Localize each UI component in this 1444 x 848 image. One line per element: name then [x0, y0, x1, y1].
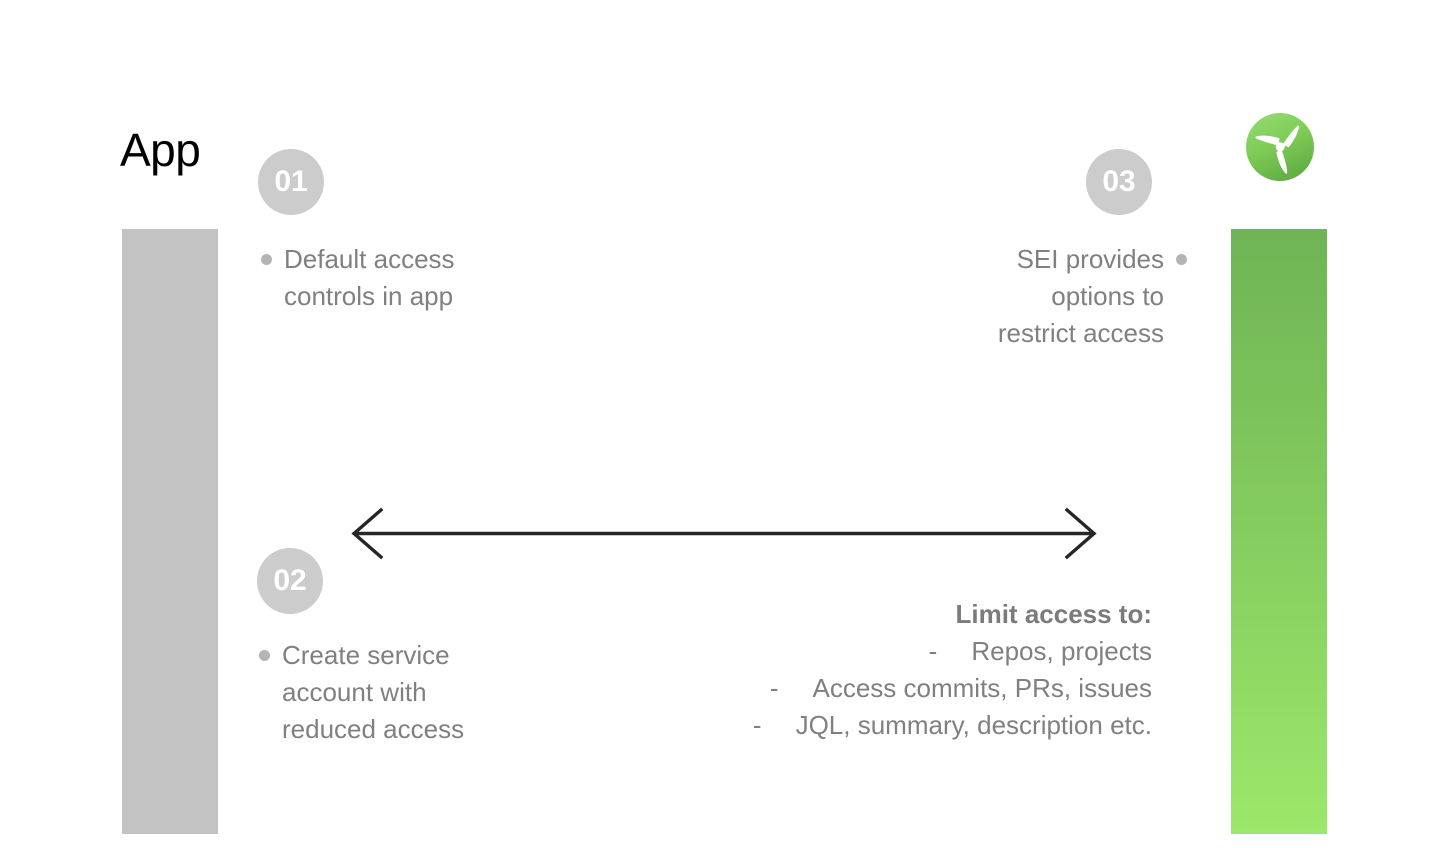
bullet-dot-icon	[259, 650, 270, 661]
step-text-01: Default access controls in app	[261, 241, 455, 315]
list-dash: -	[769, 673, 779, 703]
bullet-dot-icon	[261, 254, 272, 265]
gray-column-bar	[122, 229, 218, 834]
limit-access-title: Limit access to:	[955, 599, 1152, 629]
propeller-logo	[1245, 112, 1315, 182]
step-text-03: SEI provides options to restrict access	[998, 241, 1187, 352]
step-text-03-body: SEI provides options to restrict access	[997, 244, 1164, 348]
limit-access-item: - JQL, summary, description etc.	[753, 707, 1152, 744]
step-badge-01: 01	[258, 149, 324, 215]
step-badge-02: 02	[257, 548, 323, 614]
limit-access-item-label: JQL, summary, description etc.	[795, 710, 1152, 740]
step-text-01-body: Default access controls in app	[284, 244, 455, 311]
limit-access-item-label: Access commits, PRs, issues	[812, 673, 1152, 703]
limit-access-item: - Repos, projects	[753, 633, 1152, 670]
green-column-bar	[1231, 229, 1327, 834]
limit-access-block: Limit access to: - Repos, projects - Acc…	[753, 596, 1152, 744]
limit-access-item-label: Repos, projects	[971, 636, 1152, 666]
list-dash: -	[928, 636, 938, 666]
step-text-02: Create service account with reduced acce…	[259, 637, 464, 748]
list-dash: -	[752, 710, 762, 740]
step-badge-03: 03	[1086, 149, 1152, 215]
bullet-dot-icon	[1176, 254, 1187, 265]
limit-access-item: - Access commits, PRs, issues	[753, 670, 1152, 707]
double-headed-arrow-icon	[350, 505, 1098, 563]
step-text-02-body: Create service account with reduced acce…	[282, 640, 465, 744]
page-title: App	[120, 124, 201, 176]
